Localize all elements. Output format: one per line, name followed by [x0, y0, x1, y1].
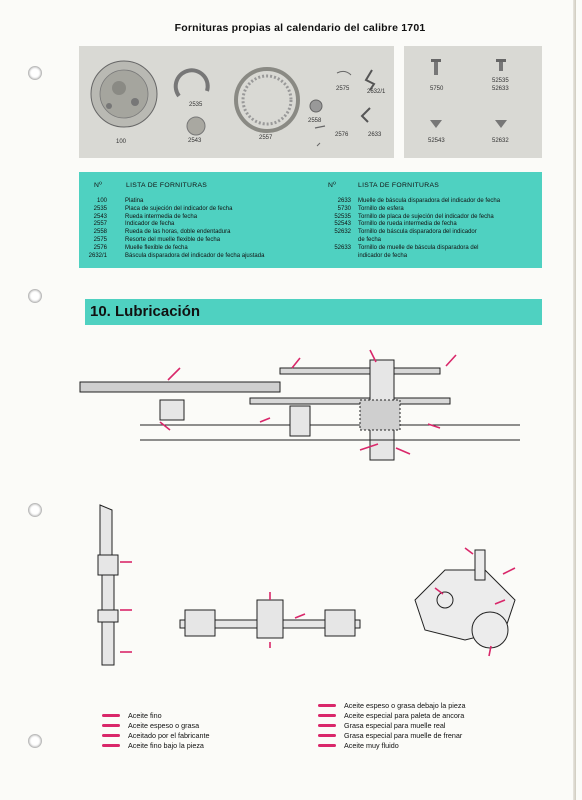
section-band — [79, 299, 85, 325]
binder-hole — [28, 289, 42, 303]
oil-symbol-icon — [102, 714, 120, 717]
oil-symbol-icon — [318, 714, 336, 717]
part-label: 2633 — [368, 132, 382, 138]
part-label: 2558 — [308, 118, 322, 124]
part-label: 2575 — [336, 86, 350, 92]
staff-diagram — [97, 504, 132, 666]
part-label: 52633 — [492, 86, 509, 92]
oil-symbol-icon — [318, 704, 336, 707]
oil-symbol-icon — [102, 724, 120, 727]
oil-symbol-icon — [102, 744, 120, 747]
col-header-num: Nº — [328, 182, 336, 189]
legend-label: Aceite muy fluido — [344, 741, 399, 750]
table-cell-num: 2543 — [93, 213, 107, 220]
table-cell-desc: Tornillo de rueda intermedia de fecha — [358, 221, 457, 228]
table-cell-num: 52535 — [334, 213, 351, 220]
oil-symbol-icon — [318, 724, 336, 727]
legend-label: Aceite espeso o grasa — [128, 721, 200, 730]
table-cell-desc: Tornillo de esfera — [358, 205, 404, 212]
table-cell-num: 2576 — [93, 244, 107, 251]
part-label: 5750 — [430, 86, 444, 92]
oil-symbol-icon — [318, 744, 336, 747]
binder-hole — [28, 734, 42, 748]
table-cell-desc: Báscula disparadora del indicador de fec… — [125, 252, 265, 259]
legend-label: Grasa especial para muelle de frenar — [344, 731, 463, 740]
page-title: Fornituras propias al calendario del cal… — [174, 22, 426, 34]
col-header-num: Nº — [94, 182, 102, 189]
parts-list-table: Nº LISTA DE FORNITURAS Nº LISTA DE FORNI… — [79, 172, 542, 268]
section-heading: 10. Lubricación — [79, 299, 542, 325]
table-cell-num: 2632/1 — [88, 252, 107, 259]
table-cell-desc: Indicador de fecha — [125, 221, 175, 228]
table-cell-num: 2575 — [93, 237, 107, 243]
table-cell-desc: indicador de fecha — [358, 252, 408, 259]
legend-label: Aceite espeso o grasa debajo la pieza — [344, 701, 466, 710]
table-cell-num: 5730 — [337, 205, 351, 212]
part-label: 2557 — [259, 135, 273, 141]
parts-panel-left: 100 2535 2543 2557 2558 2575 2576 2632/1… — [79, 46, 394, 158]
table-cell-desc: Tornillo de muelle de báscula disparador… — [358, 244, 479, 251]
legend-label: Aceitado por el fabricante — [128, 731, 210, 740]
lubrication-cross-section — [79, 349, 520, 461]
table-cell-desc: Placa de sujeción del indicador de fecha — [125, 205, 233, 212]
table-cell-num: 52633 — [334, 244, 351, 251]
table-cell-num: 2558 — [93, 229, 107, 236]
legend-label: Aceite fino — [128, 711, 162, 720]
table-cell-desc: Platina — [125, 198, 144, 204]
table-cell-desc: Muelle flexible de fecha — [125, 244, 188, 251]
legend-label: Grasa especial para muelle real — [344, 721, 446, 730]
part-label: 2576 — [335, 132, 349, 138]
table-cell-num: 2633 — [337, 198, 351, 204]
col-header-list: LISTA DE FORNITURAS — [126, 182, 208, 189]
oil-symbol-icon — [102, 734, 120, 737]
part-label: 2632/1 — [367, 89, 386, 95]
part-label: 2535 — [189, 102, 203, 108]
table-cell-num: 100 — [96, 198, 107, 204]
table-cell-desc: Tornillo de placa de sujeción del indica… — [358, 213, 494, 220]
table-cell-num: 52543 — [334, 221, 351, 228]
screws-illustration — [430, 59, 507, 128]
table-cell-desc: Muelle de báscula disparadora del indica… — [358, 198, 501, 204]
parts-panel-right: 5750 52535 52633 52543 52632 — [404, 46, 542, 158]
part-label: 100 — [116, 139, 127, 145]
table-cell-num: 2535 — [93, 205, 107, 212]
table-cell-desc: de fecha — [358, 237, 382, 243]
table-cell-desc: Rueda intermedia de fecha — [125, 213, 198, 220]
table-cell-num: 52632 — [334, 229, 351, 236]
table-cell-num: 2557 — [93, 221, 107, 228]
escapement-diagram — [414, 547, 516, 657]
legend-label: Aceite especial para paleta de ancora — [344, 711, 465, 720]
page-edge — [573, 0, 576, 800]
oil-symbol-icon — [318, 734, 336, 737]
legend-label: Aceite fino bajo la pieza — [128, 741, 204, 750]
part-label: 52632 — [492, 138, 509, 144]
table-cell-desc: Rueda de las horas, doble endentadura — [125, 229, 231, 236]
part-label: 52535 — [492, 78, 509, 84]
table-cell-desc: Tornillo de báscula disparadora del indi… — [358, 229, 477, 236]
col-header-list: LISTA DE FORNITURAS — [358, 182, 440, 189]
part-label: 52543 — [428, 138, 445, 144]
part-label: 2543 — [188, 138, 202, 144]
table-cell-desc: Resorte del muelle flexible de fecha — [125, 237, 221, 243]
binder-hole — [28, 503, 42, 517]
barrel-diagram — [179, 592, 361, 648]
parts-illustration — [90, 60, 376, 147]
section-title: 10. Lubricación — [90, 303, 201, 320]
binder-hole — [28, 66, 42, 80]
